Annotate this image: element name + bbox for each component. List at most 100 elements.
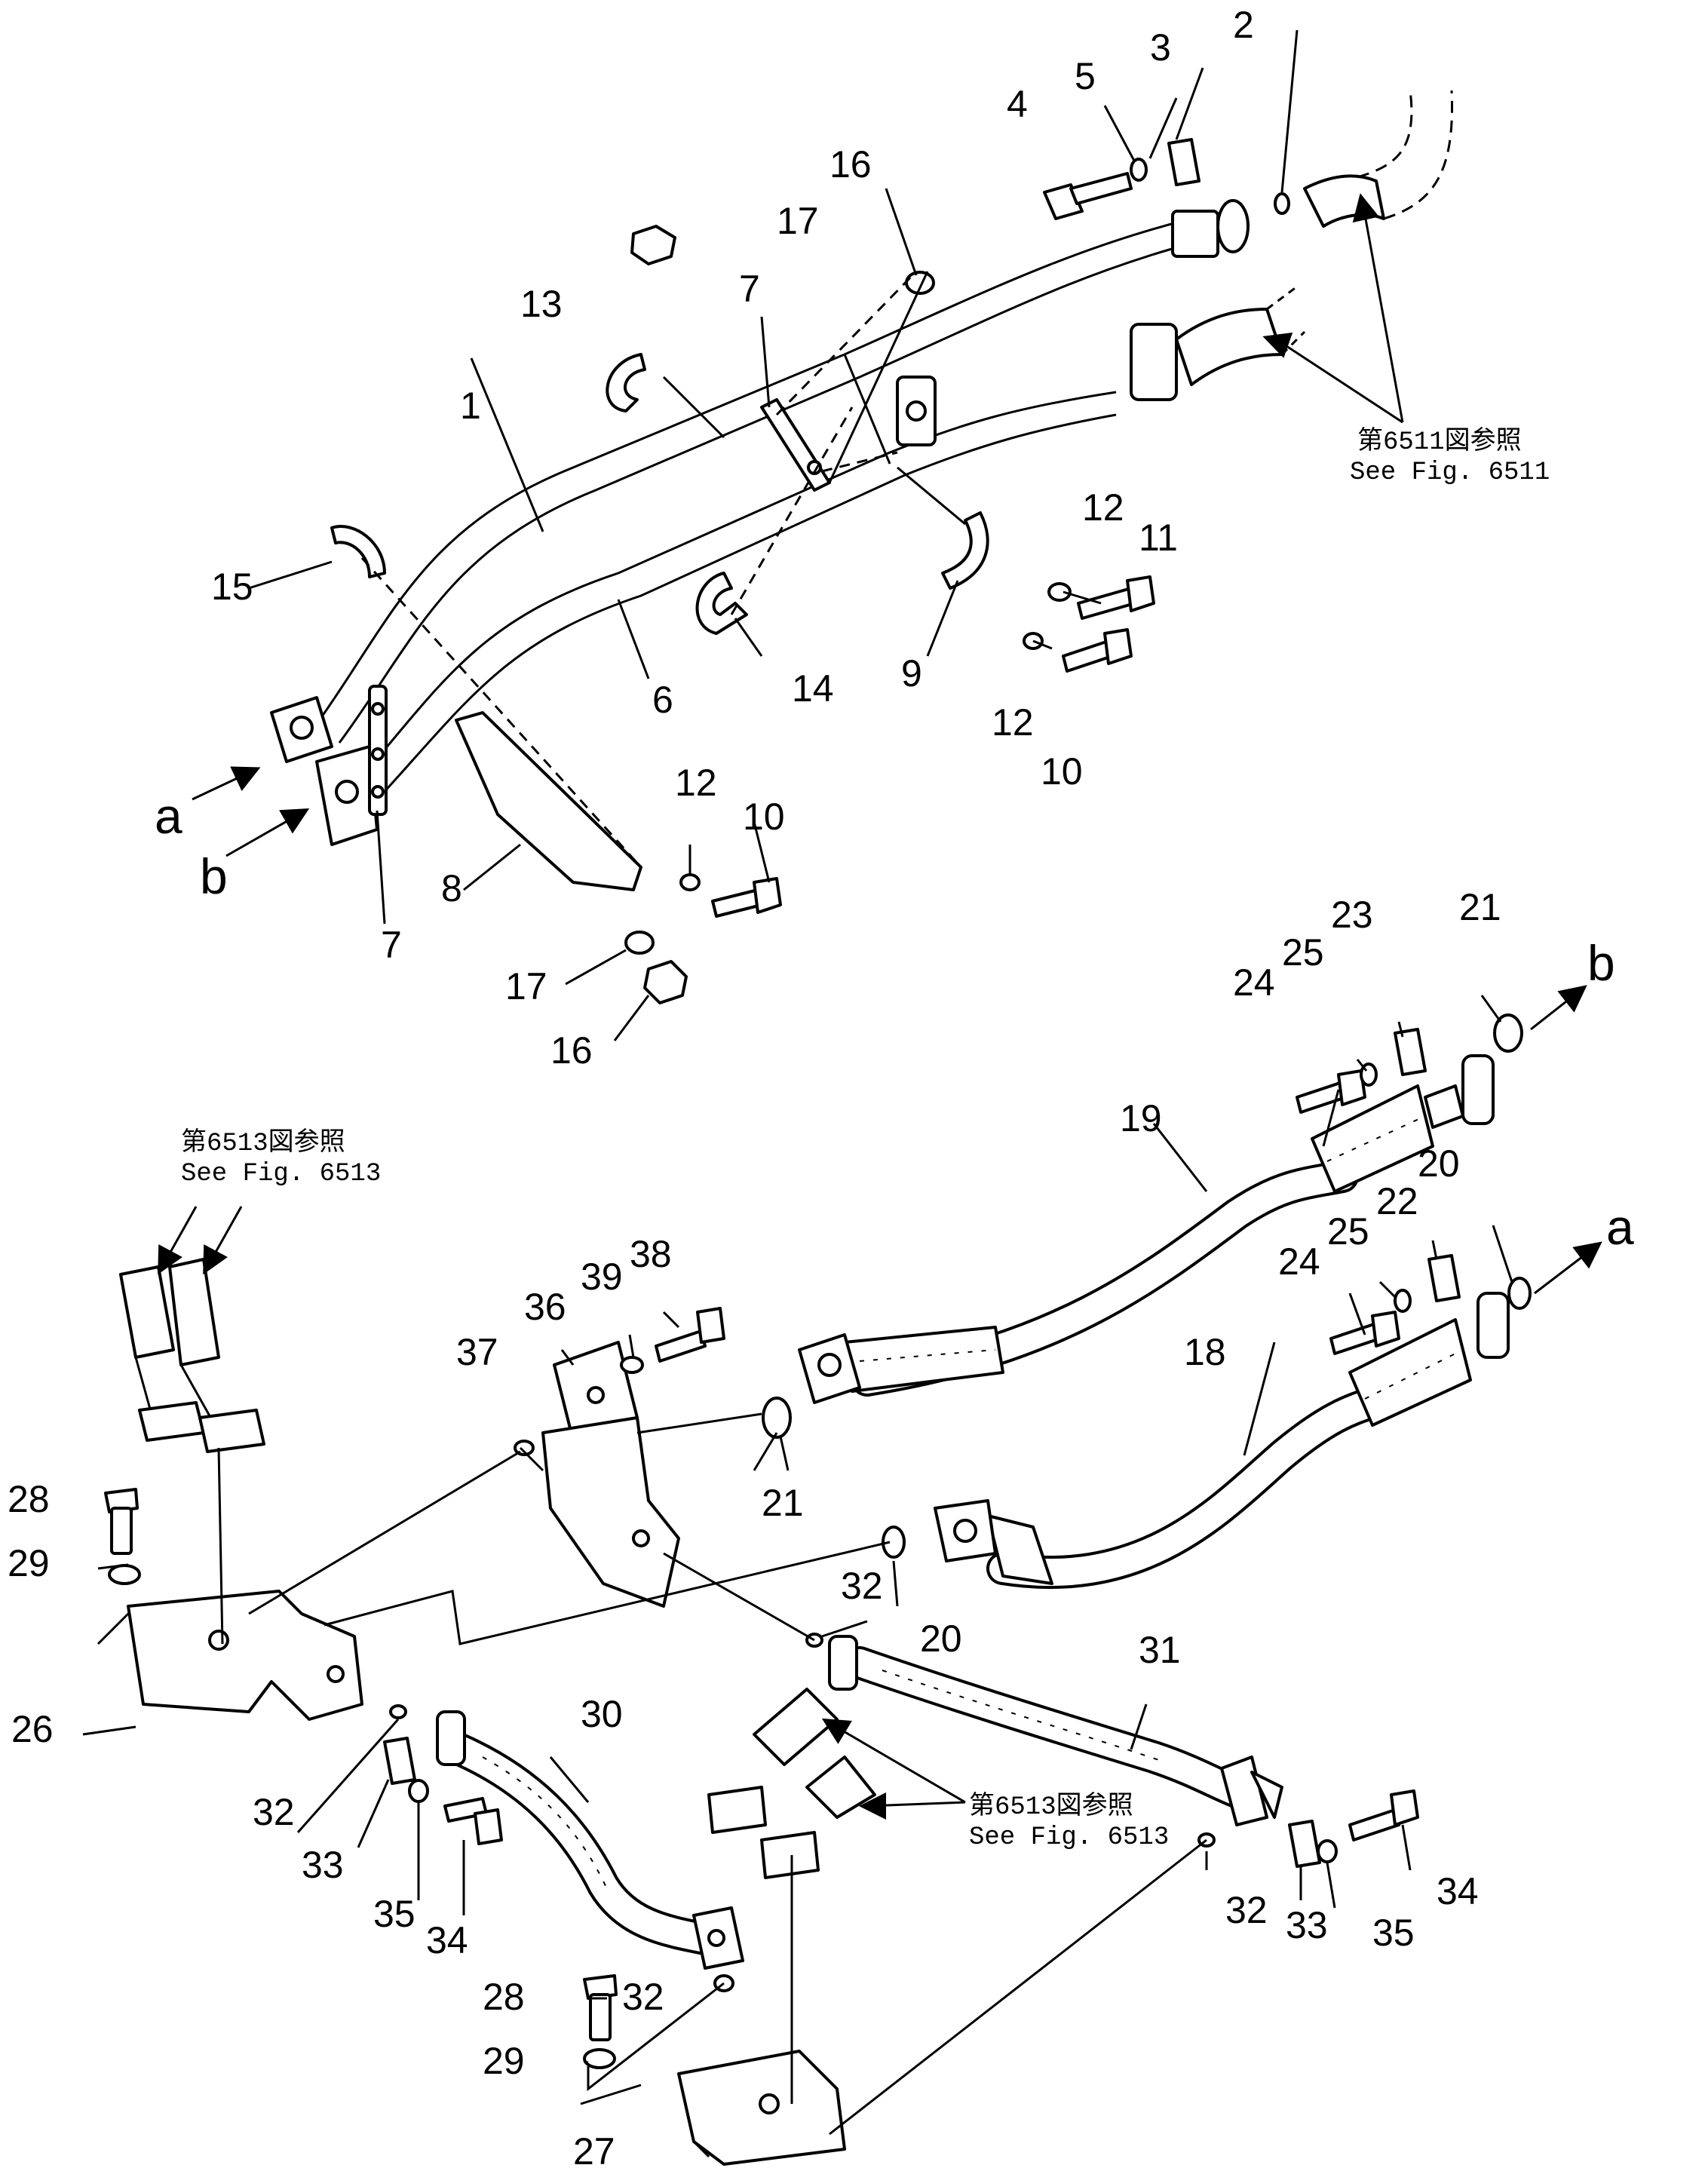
callout-4: 4 — [1007, 83, 1028, 125]
washer-17-lower — [624, 931, 655, 955]
callout-20-mid: 20 — [920, 1618, 962, 1660]
flange-end-pipe-1 — [1171, 199, 1250, 258]
clamp-7-lower-bolt-2 — [371, 747, 385, 761]
block-27 — [677, 2050, 846, 2166]
callout-7-lower: 7 — [381, 924, 402, 966]
bracket-8 — [455, 711, 642, 891]
arrow-b-left — [225, 808, 310, 857]
callout-32-left: 32 — [253, 1791, 295, 1833]
washer-12-lower — [679, 873, 701, 891]
bracket-9 — [941, 511, 989, 590]
callout-33-left: 33 — [302, 1844, 344, 1886]
callout-29-upper: 29 — [8, 1542, 50, 1584]
upper-assembly — [192, 29, 1454, 1041]
o-ring-21-middle — [762, 1397, 792, 1439]
callout-2: 2 — [1233, 4, 1254, 46]
bolt-34-right — [1348, 1789, 1419, 1841]
callout-20-right: 20 — [1418, 1142, 1460, 1185]
ref-fig-6511-en: See Fig. 6511 — [1350, 458, 1550, 487]
ref-fig-6511-jp: 第6511図参照 — [1357, 426, 1522, 457]
block-36 — [541, 1341, 680, 1608]
callout-34-right: 34 — [1437, 1870, 1479, 1912]
cylinders-fig-6513-left — [119, 1258, 265, 1453]
u-bolt-15 — [330, 525, 386, 578]
leader-lines-upper — [248, 29, 1299, 1041]
u-bolt-14 — [695, 572, 748, 635]
callout-12-mid: 12 — [992, 701, 1034, 744]
mark-a-right: a — [1606, 1199, 1634, 1255]
callout-21-right: 21 — [1459, 886, 1501, 928]
o-ring-32-left — [389, 1704, 407, 1719]
callout-11: 11 — [1139, 517, 1178, 559]
block-26 — [127, 1590, 363, 1721]
callout-26: 26 — [11, 1708, 54, 1750]
arrow-a-left — [192, 766, 261, 801]
half-flange-23 — [1394, 1028, 1427, 1076]
callout-12-top: 12 — [1082, 486, 1124, 529]
half-flange-22 — [1427, 1254, 1461, 1302]
callout-23: 23 — [1331, 894, 1373, 936]
dashed-lines-upper — [360, 270, 918, 869]
bolt-10-upper — [1062, 628, 1133, 673]
hose-31 — [828, 1635, 1283, 1826]
ref-fig-6513-center-jp: 第6513図参照 — [969, 1791, 1133, 1822]
callout-13: 13 — [520, 283, 563, 325]
callout-24-lower: 24 — [1278, 1240, 1320, 1283]
leader-fig-6511 — [1281, 214, 1404, 424]
ref-fig-6513-center-en: See Fig. 6513 — [969, 1823, 1169, 1852]
callout-35-left: 35 — [373, 1893, 416, 1935]
callout-9: 9 — [901, 652, 922, 695]
bolt-11 — [1077, 575, 1155, 620]
nut-16-lower — [643, 960, 688, 1004]
connection-marks: a b b a — [155, 788, 1634, 1255]
callout-31: 31 — [1139, 1629, 1181, 1671]
leader-fig-6513-left — [161, 1206, 243, 1268]
bolt-28-lower — [583, 1974, 618, 2041]
callout-27: 27 — [573, 2130, 615, 2168]
bolt-4 — [1043, 172, 1133, 220]
half-flange-33-left — [383, 1737, 416, 1785]
mark-b-left: b — [200, 848, 228, 904]
clamp-7-lower-bolt-1 — [371, 702, 385, 716]
washer-12-upper — [1047, 582, 1072, 602]
callout-29-lower: 29 — [483, 2040, 525, 2082]
cylinders-fig-6513-center — [707, 1688, 876, 1879]
flange-end-pipe-6 — [896, 376, 937, 446]
washer-35-left — [408, 1779, 429, 1803]
callout-35-right: 35 — [1372, 1912, 1415, 1954]
callout-28-upper: 28 — [8, 1478, 50, 1520]
callout-36: 36 — [524, 1286, 566, 1328]
bolt-34-left — [443, 1797, 503, 1845]
callout-17-upper: 17 — [777, 200, 819, 242]
half-flange-3 — [1167, 138, 1201, 186]
lock-washer-25-lower — [1394, 1289, 1412, 1313]
callout-17-lower: 17 — [505, 965, 547, 1007]
callout-25-upper: 25 — [1282, 931, 1324, 974]
callout-34-left: 34 — [426, 1919, 468, 1961]
o-ring-2 — [1274, 192, 1290, 215]
callout-16-upper: 16 — [829, 143, 872, 186]
flange-block-b — [315, 745, 379, 846]
callout-24-upper: 24 — [1233, 961, 1275, 1004]
bolt-24-lower — [1329, 1311, 1400, 1355]
clamp-7-upper — [760, 398, 831, 492]
clamp-7-lower-bolt-3 — [371, 785, 385, 799]
pipe-1 — [315, 217, 1200, 744]
callout-37: 37 — [456, 1331, 498, 1373]
callout-32-low: 32 — [622, 1976, 664, 2018]
washer-29-lower — [583, 2048, 616, 2069]
callout-32-right: 32 — [1225, 1889, 1268, 1931]
callout-14: 14 — [792, 667, 834, 710]
callout-30: 30 — [581, 1693, 623, 1735]
reference-notes: 第6511図参照 See Fig. 6511 第6513図参照 See Fig.… — [181, 426, 1550, 1852]
leader-lines-lower — [82, 995, 1513, 2158]
callout-28-lower: 28 — [483, 1976, 525, 2018]
bolt-38 — [655, 1307, 725, 1363]
flange-block-a — [270, 696, 333, 763]
mark-b-right: b — [1587, 935, 1615, 991]
callout-21-mid: 21 — [762, 1482, 804, 1524]
half-flange-33-right — [1288, 1820, 1321, 1868]
o-ring-20-right — [1507, 1277, 1532, 1310]
callout-7-upper: 7 — [739, 268, 760, 310]
